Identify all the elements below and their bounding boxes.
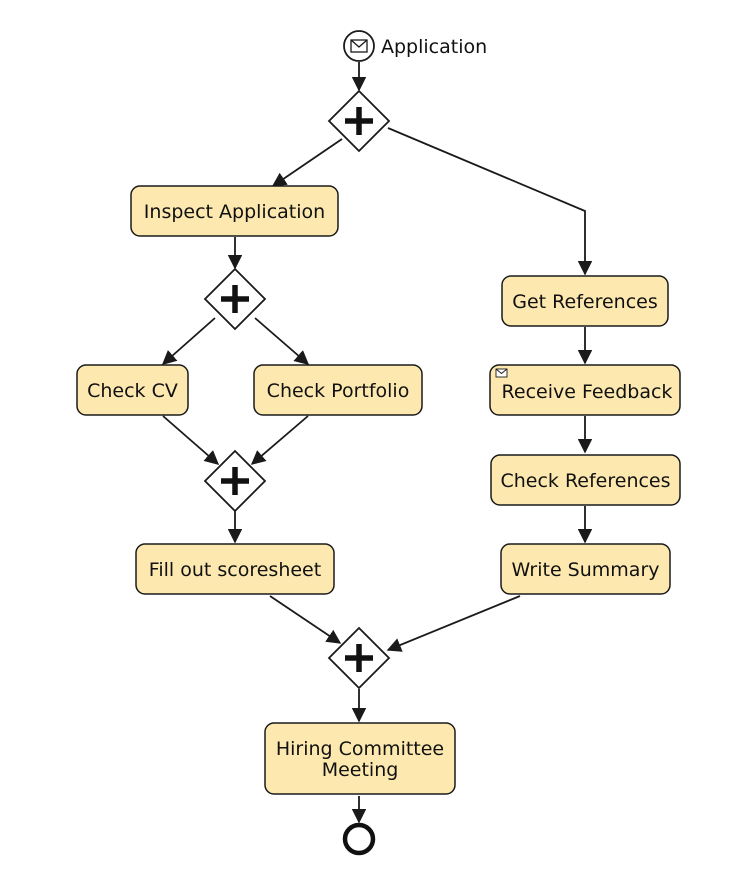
task-label: Check Portfolio: [267, 380, 410, 402]
task-label: Receive Feedback: [502, 381, 673, 403]
flow-check-cv-to-join: [162, 415, 220, 465]
parallel-gateway-split-inspect[interactable]: [203, 267, 267, 331]
task-write-summary[interactable]: Write Summary: [500, 543, 671, 595]
task-label: Write Summary: [511, 559, 659, 581]
task-label: Inspect Application: [144, 201, 325, 223]
task-label: Fill out scoresheet: [149, 559, 321, 581]
task-get-references[interactable]: Get References: [501, 275, 669, 327]
task-label: Get References: [512, 291, 657, 313]
start-event[interactable]: Application: [343, 30, 487, 62]
flow-split-to-inspect: [271, 138, 343, 187]
flow-split-to-check-cv: [161, 317, 216, 365]
end-event-circle: [342, 822, 376, 856]
envelope-icon: [350, 39, 368, 53]
flow-split-to-get-references: [387, 127, 593, 276]
plus-icon: [345, 107, 373, 135]
task-check-cv[interactable]: Check CV: [76, 364, 189, 416]
plus-icon: [221, 467, 249, 495]
parallel-gateway-join-inspect[interactable]: [203, 449, 267, 513]
flow-check-portfolio-to-join: [250, 415, 309, 465]
parallel-gateway-join-main[interactable]: [327, 626, 391, 690]
flow-write-summary-to-join: [386, 595, 521, 652]
plus-icon: [221, 285, 249, 313]
task-hiring-committee-meeting[interactable]: Hiring Committee Meeting: [264, 722, 456, 795]
envelope-icon: [495, 368, 508, 378]
task-check-portfolio[interactable]: Check Portfolio: [253, 364, 423, 416]
sequence-flows: [161, 62, 593, 824]
plus-icon: [345, 644, 373, 672]
task-label-line2: Meeting: [322, 759, 399, 781]
parallel-gateway-split-main[interactable]: [327, 89, 391, 153]
task-fill-out-scoresheet[interactable]: Fill out scoresheet: [135, 543, 335, 595]
start-event-label: Application: [381, 36, 487, 58]
task-label: Check References: [500, 470, 670, 492]
flow-fill-scoresheet-to-join: [269, 595, 342, 644]
end-event[interactable]: [342, 822, 376, 856]
task-label-line1: Hiring Committee: [276, 738, 444, 760]
task-check-references[interactable]: Check References: [490, 454, 681, 506]
task-label: Check CV: [87, 380, 178, 402]
task-inspect-application[interactable]: Inspect Application: [130, 185, 339, 237]
task-receive-feedback[interactable]: Receive Feedback: [489, 364, 681, 416]
flow-split-to-check-portfolio: [254, 317, 310, 365]
